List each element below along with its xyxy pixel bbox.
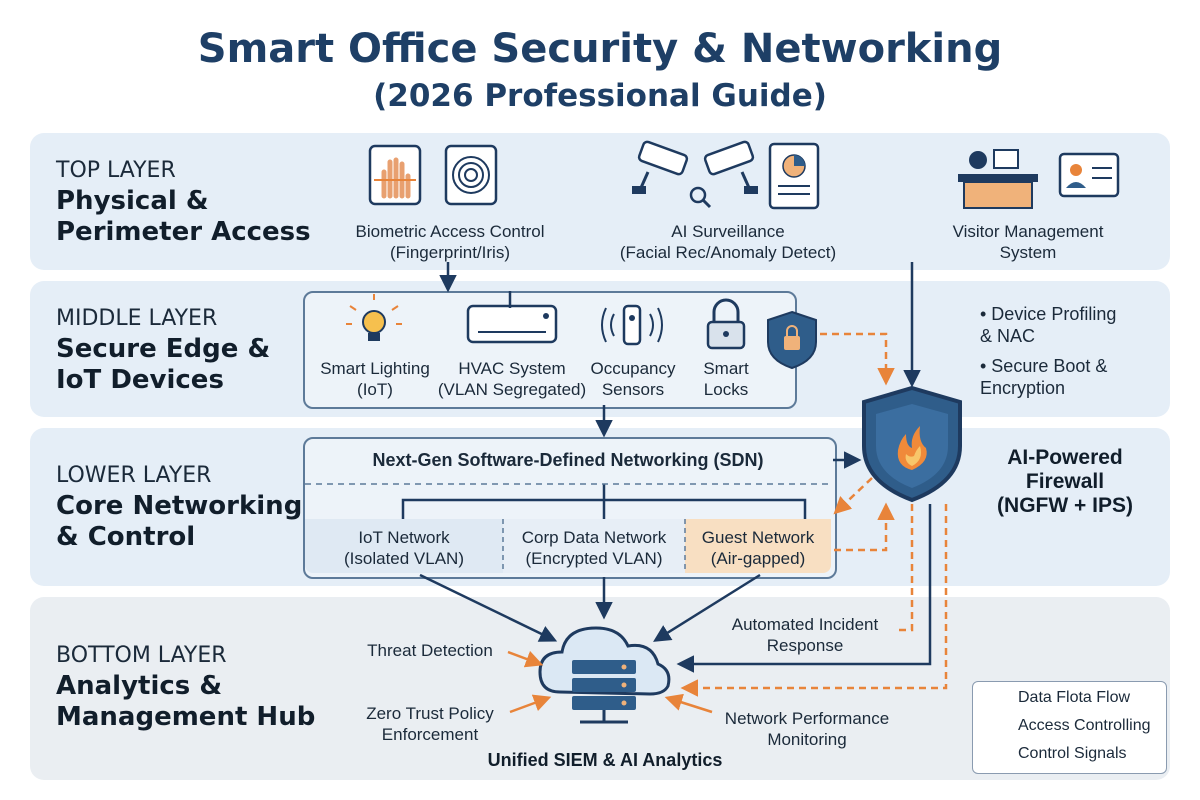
id-badge-icon: [1058, 152, 1120, 198]
legend: [972, 681, 1167, 774]
device-profiling-bullet: • Device Profiling & NAC: [980, 304, 1117, 346]
threat-detection-label: Threat Detection: [367, 641, 493, 660]
performance-monitoring-label: Network Performance Monitoring: [724, 709, 890, 749]
iot-network-label: IoT Network (Isolated VLAN): [344, 528, 464, 568]
zero-trust-label: Zero Trust Policy Enforcement: [366, 704, 494, 744]
sdn-title: Next-Gen Software-Defined Networking (SD…: [372, 450, 764, 470]
light-bulb-icon: [346, 294, 402, 341]
analytics-feed-arrows: [507, 650, 713, 714]
middle-layer-name: Secure Edge & IoT Devices: [56, 334, 271, 395]
smart-locks-label: Smart Locks: [703, 359, 749, 399]
firewall-label: AI-Powered Firewall (NGFW + IPS): [997, 446, 1133, 517]
occupancy-label: Occupancy Sensors: [590, 359, 676, 399]
corp-network-cell: [503, 519, 685, 573]
firewall-shield-icon: [862, 385, 962, 503]
lock-shield-icon: [767, 310, 817, 370]
smart-lighting-label: Smart Lighting (IoT): [320, 359, 430, 399]
hand-scanner-icon: [368, 144, 422, 206]
analytics-report-icon: [768, 142, 820, 210]
siem-hub-label: Unified SIEM & AI Analytics: [487, 750, 723, 770]
security-camera-icon: [632, 140, 758, 209]
corp-network-label: Corp Data Network (Encrypted VLAN): [521, 528, 667, 568]
legend-access: Access Controlling: [1018, 717, 1151, 734]
page-title: Smart Office Security & Networking: [197, 26, 1003, 72]
hvac-label: HVAC System (VLAN Segregated): [437, 359, 587, 399]
biometric-label: Biometric Access Control (Fingerprint/Ir…: [355, 222, 545, 262]
padlock-icon: [706, 298, 746, 350]
middle-layer-tag: MIDDLE LAYER: [56, 306, 218, 331]
occupancy-sensor-icon: [601, 304, 663, 346]
page-subtitle: (2026 Professional Guide): [373, 78, 827, 114]
guest-network-label: Guest Network (Air-gapped): [701, 528, 815, 568]
reception-desk-icon: [958, 149, 1038, 209]
guest-network-cell: [685, 519, 831, 573]
legend-control: Control Signals: [1018, 745, 1127, 762]
bottom-layer-tag: BOTTOM LAYER: [56, 643, 227, 668]
cloud-server-icon: [538, 626, 671, 724]
legend-data-flow: Data Flota Flow: [1018, 689, 1131, 706]
top-layer-name: Physical & Perimeter Access: [56, 186, 311, 247]
fingerprint-icon: [444, 144, 498, 206]
lower-layer-tag: LOWER LAYER: [56, 463, 212, 488]
iot-network-cell: [305, 519, 503, 573]
surveillance-label: AI Surveillance (Facial Rec/Anomaly Dete…: [619, 222, 837, 262]
hvac-unit-icon: [466, 304, 558, 344]
lower-layer-name: Core Networking & Control: [56, 491, 303, 552]
data-flow-arrows: [401, 262, 932, 673]
control-signal-arrows: [680, 332, 948, 697]
top-layer-tag: TOP LAYER: [56, 158, 176, 183]
secure-boot-bullet: • Secure Boot & Encryption: [980, 356, 1108, 398]
incident-response-label: Automated Incident Response: [731, 615, 879, 655]
visitor-label: Visitor Management System: [952, 222, 1104, 262]
bottom-layer-name: Analytics & Management Hub: [56, 671, 316, 732]
